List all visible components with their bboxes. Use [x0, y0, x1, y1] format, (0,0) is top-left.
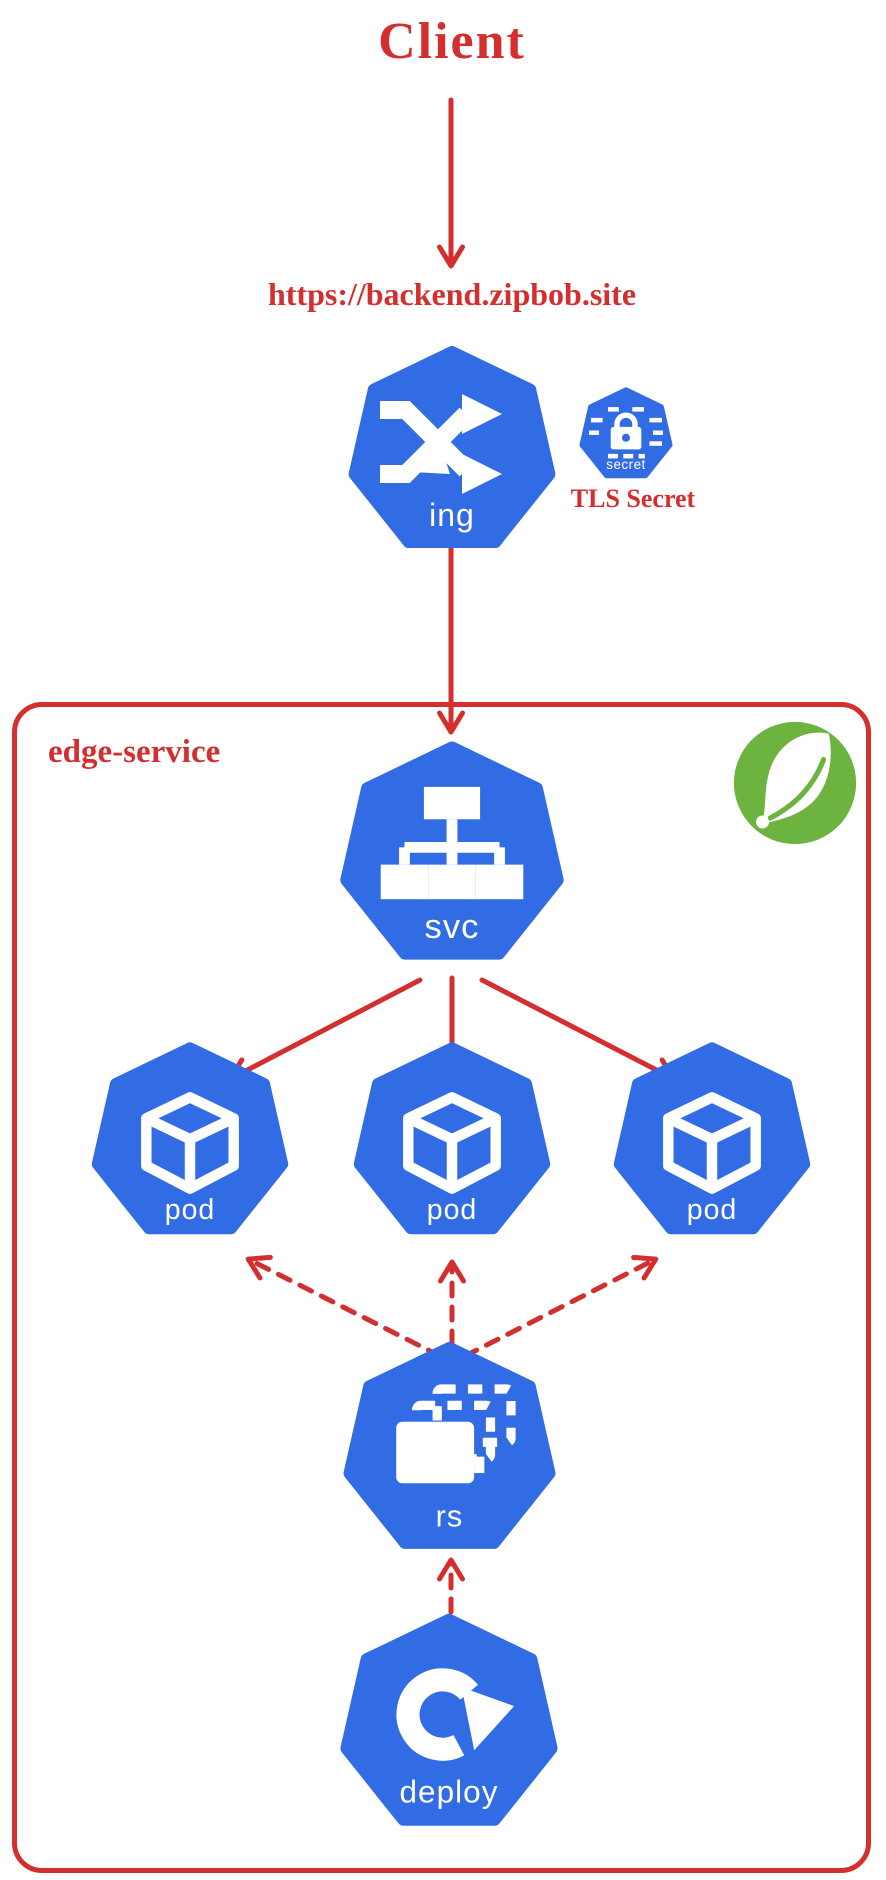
ingress-label: ing	[429, 497, 475, 533]
ingress-shuffle-arrows-icon: ing	[348, 346, 556, 548]
pod-node: pod	[91, 1042, 289, 1238]
ingress-node: ing	[348, 346, 556, 552]
endpoint-url-label: https://backend.zipbob.site	[267, 276, 637, 312]
pod-node: pod	[613, 1042, 811, 1238]
pod-label: pod	[427, 1194, 477, 1226]
circular-arrow-icon: deploy	[340, 1613, 558, 1826]
tls-secret-caption: TLS Secret	[570, 484, 696, 513]
spring-leaf-logo-icon	[733, 721, 857, 845]
service-to-pod3-arrow	[479, 977, 677, 1083]
replicaset-label: rs	[436, 1498, 464, 1533]
replicaset-to-pod3-arrow	[462, 1254, 659, 1359]
replicaset-to-pod1-arrow	[245, 1254, 443, 1359]
edge-service-group-box	[12, 702, 871, 1873]
spring-boot-logo	[730, 718, 860, 848]
tls-secret-node: secret	[579, 387, 673, 480]
deployment-label: deploy	[399, 1774, 498, 1810]
cube-icon: pod	[613, 1042, 811, 1235]
service-label: svc	[424, 908, 479, 946]
deployment-node: deploy	[340, 1613, 558, 1830]
service-to-pod1-arrow	[227, 977, 423, 1083]
network-tree-icon: svc	[340, 741, 564, 960]
pod-label: pod	[165, 1194, 215, 1226]
cube-icon: pod	[353, 1042, 551, 1235]
cube-icon: pod	[91, 1042, 289, 1235]
secret-icon-label: secret	[606, 457, 645, 472]
pod-node: pod	[353, 1042, 551, 1238]
pod-label: pod	[687, 1194, 737, 1226]
replicaset-node: rs	[343, 1341, 556, 1553]
padlock-icon: secret	[579, 387, 673, 479]
service-node: svc	[340, 741, 564, 964]
edge-service-label: edge-service	[48, 734, 221, 770]
client-label: Client	[378, 13, 526, 70]
stacked-rectangles-icon: rs	[343, 1341, 556, 1549]
